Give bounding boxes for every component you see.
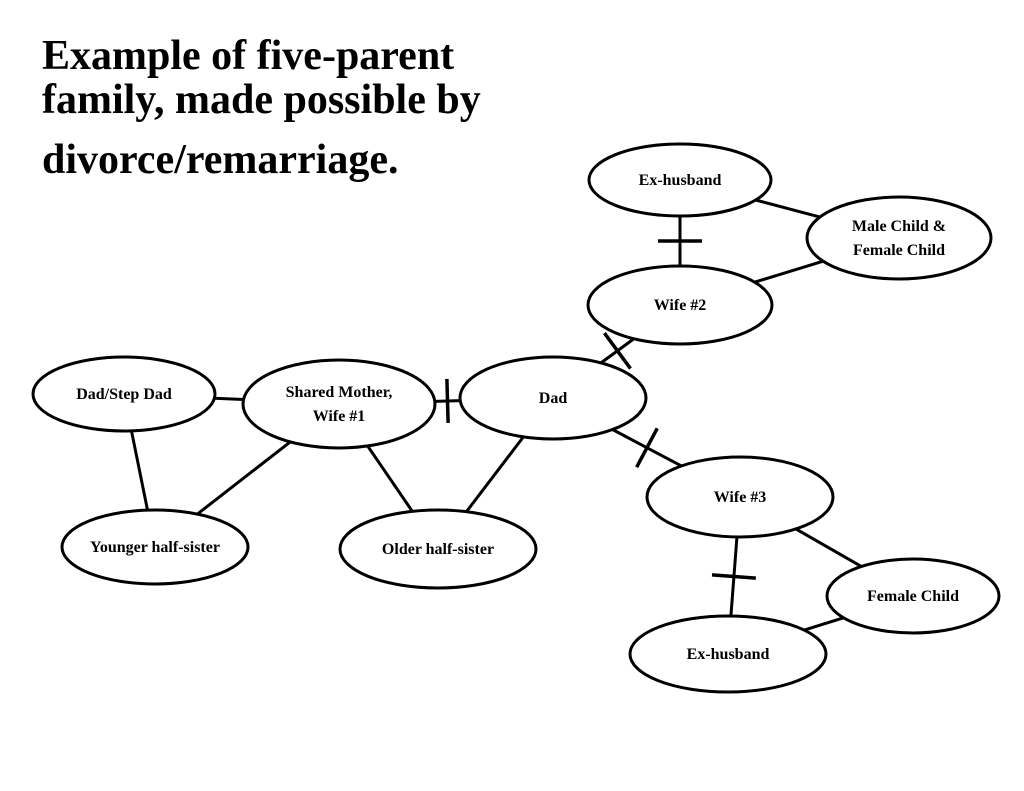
title-line-1: Example of five-parent (42, 33, 455, 79)
node-label: Older half-sister (382, 541, 494, 558)
node-ellipse (241, 358, 437, 450)
node-dad: Dad (458, 355, 648, 441)
node-female-child: Female Child (825, 557, 1001, 635)
node-dad-step-dad: Dad/Step Dad (31, 355, 217, 433)
node-label: Wife #3 (714, 489, 767, 506)
edge-dad-step-dad-to-shared-mother (214, 396, 244, 402)
node-label: Ex-husband (639, 172, 722, 189)
diagram-title: Example of five-parent family, made poss… (42, 34, 602, 182)
edge-ex-husband-bottom-to-female-child (803, 616, 844, 632)
node-ellipse (825, 557, 1001, 635)
edge-shared-mother-to-younger-half-sister (196, 440, 292, 516)
node-label: Wife #2 (654, 297, 707, 314)
node-ellipse (805, 195, 993, 281)
edge-wife3-to-female-child (795, 527, 863, 568)
edge-dad-step-dad-to-younger-half-sister (130, 430, 149, 511)
node-ellipse (338, 508, 538, 590)
node-label: Shared Mother, (286, 384, 393, 401)
node-ellipse (458, 355, 648, 441)
node-ellipse (628, 614, 828, 694)
node-ex-husband-top: Ex-husband (587, 142, 773, 218)
divorce-mark-dad-wife3 (635, 427, 659, 468)
edges-layer (130, 198, 863, 632)
node-label: Younger half-sister (90, 539, 220, 556)
edge-ex-husband-top-to-children (755, 198, 821, 219)
node-ellipse (60, 508, 250, 586)
node-wife3: Wife #3 (645, 455, 835, 539)
node-ellipse (586, 264, 774, 346)
node-ellipse (645, 455, 835, 539)
node-label: Female Child (867, 588, 959, 605)
node-ellipse (31, 355, 217, 433)
node-ellipse (587, 142, 773, 218)
node-younger-half-sister: Younger half-sister (60, 508, 250, 586)
title-line-3: divorce/remarriage. (42, 137, 399, 183)
node-children: Male Child & Female Child (805, 195, 993, 281)
node-label: Dad (539, 390, 568, 407)
divorce-mark-wife3-ex-husband-bottom (711, 573, 756, 580)
node-label: Female Child (853, 242, 945, 259)
node-older-half-sister: Older half-sister (338, 508, 538, 590)
divorce-mark-dad-wife2 (603, 332, 632, 370)
edge-dad-to-older-half-sister (465, 435, 525, 513)
node-label: Wife #1 (313, 408, 366, 425)
divorce-mark-shared-mother-dad (445, 378, 450, 423)
node-label: Male Child & (852, 218, 946, 235)
node-ex-husband-bottom: Ex-husband (628, 614, 828, 694)
node-label: Dad/Step Dad (76, 386, 172, 403)
node-shared-mother: Shared Mother, Wife #1 (241, 358, 437, 450)
edge-wife2-to-children (754, 259, 824, 284)
title-line-2: family, made possible by (42, 77, 481, 123)
edge-shared-mother-to-older-half-sister (366, 445, 414, 513)
node-label: Ex-husband (687, 646, 770, 663)
node-wife2: Wife #2 (586, 264, 774, 346)
